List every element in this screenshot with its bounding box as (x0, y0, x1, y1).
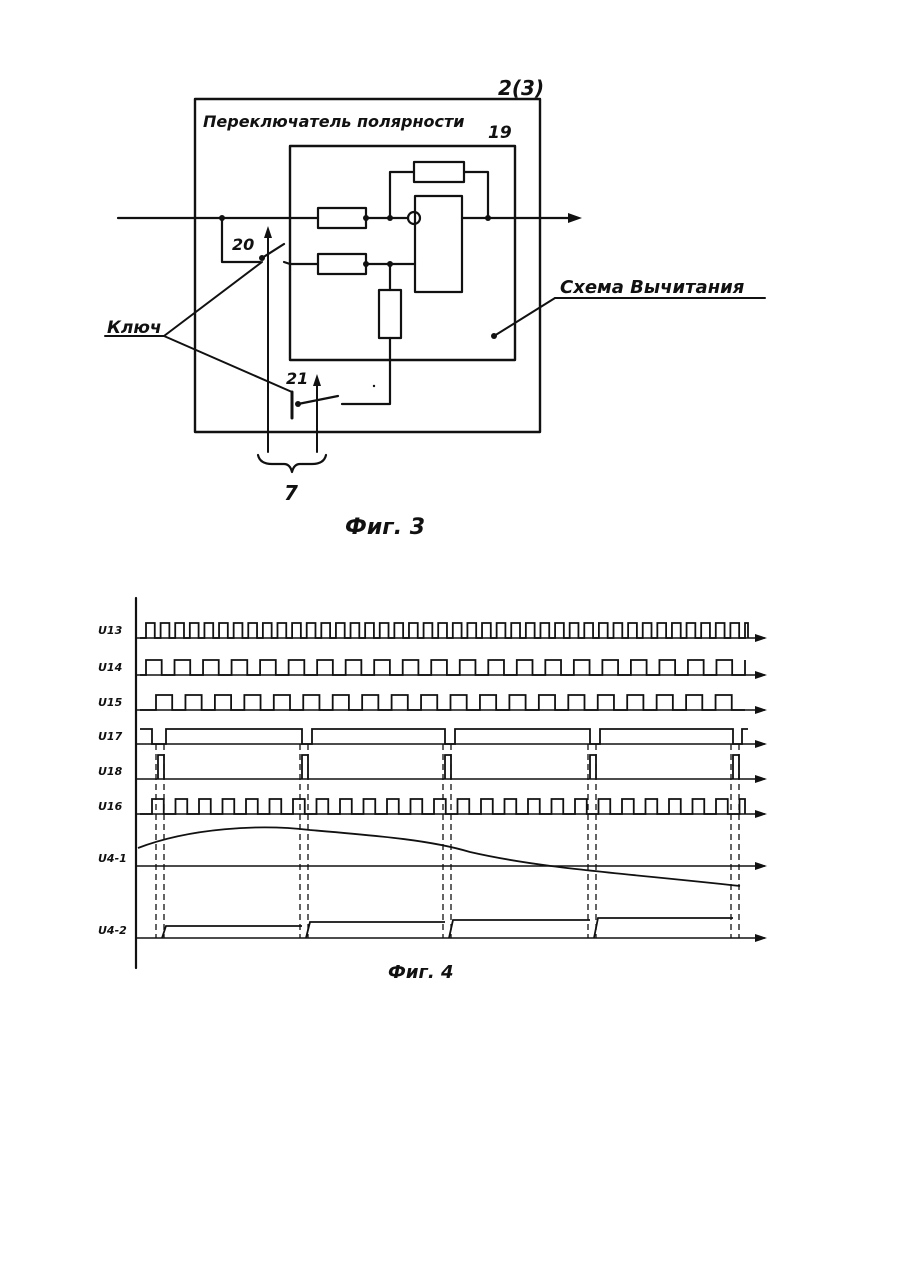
subtractor-leader-line (494, 298, 555, 336)
subtractor-reference: 19 (488, 123, 512, 143)
op-amp (415, 196, 462, 292)
signal-label: U15 (98, 696, 123, 709)
figure-3: 2(3) Переключатель полярности 19 (105, 76, 765, 540)
clock-waveform (140, 623, 748, 638)
speck (373, 385, 375, 387)
junction-dot (387, 261, 393, 267)
axis-arrow-icon (755, 810, 767, 818)
resistor-feedback (414, 162, 464, 182)
signal-label: U17 (98, 730, 123, 743)
control-bus-brace (258, 455, 326, 472)
axis-arrow-icon (755, 934, 767, 942)
wire-feedback-left (390, 172, 414, 218)
axis-arrow-icon (755, 740, 767, 748)
output-arrow-icon (568, 213, 582, 223)
strobe-pulse (590, 755, 596, 779)
figure-4: U13U14U15U17U18U16U4-1U4-2 Фиг. 4 (98, 598, 767, 983)
axis-arrow-icon (755, 671, 767, 679)
key-leader-line (164, 336, 292, 392)
figure-4-caption: Фиг. 4 (388, 962, 454, 983)
frame-waveform (140, 729, 748, 744)
strobe-pulse (445, 755, 451, 779)
polarity-switch-title: Переключатель полярности (203, 112, 465, 131)
subtractor-label: Схема Вычитания (560, 277, 745, 298)
resistor-r3 (379, 290, 401, 338)
signal-label: U16 (98, 800, 123, 813)
signal-label: U18 (98, 765, 123, 778)
control-bus-reference: 7 (284, 481, 298, 505)
square-waveform (140, 660, 745, 675)
figure-3-caption: Фиг. 3 (345, 515, 425, 540)
signal-label: U13 (98, 624, 123, 637)
square-waveform (140, 695, 745, 710)
timing-rows: U13U14U15U17U18U16U4-1U4-2 (98, 623, 767, 942)
key20-switch-arm (262, 244, 284, 258)
leader-dot (491, 333, 497, 339)
analog-waveform (138, 827, 740, 886)
signal-label: U14 (98, 661, 122, 674)
resistor-r2 (318, 254, 366, 274)
junction-dot (485, 215, 491, 221)
sample-hold-waveform (162, 918, 733, 938)
junction-dot (363, 261, 369, 267)
strobe-pulse (158, 755, 164, 779)
key20-reference: 20 (232, 235, 254, 254)
sheet-reference: 2(3) (498, 76, 544, 100)
axis-arrow-icon (755, 706, 767, 714)
resistor-r1 (318, 208, 366, 228)
strobe-pulse (302, 755, 308, 779)
wire-feedback-right (464, 172, 488, 218)
control-arrow-icon (264, 226, 272, 238)
strobe-pulse (733, 755, 739, 779)
junction-dot (363, 215, 369, 221)
axis-arrow-icon (755, 775, 767, 783)
key21-reference: 21 (286, 369, 308, 388)
signal-label: U4-1 (98, 852, 127, 865)
junction-dot (387, 215, 393, 221)
control-arrow-icon (313, 374, 321, 386)
wire-r3-to-key21 (342, 338, 390, 404)
axis-arrow-icon (755, 862, 767, 870)
signal-label: U4-2 (98, 924, 127, 937)
axis-arrow-icon (755, 634, 767, 642)
